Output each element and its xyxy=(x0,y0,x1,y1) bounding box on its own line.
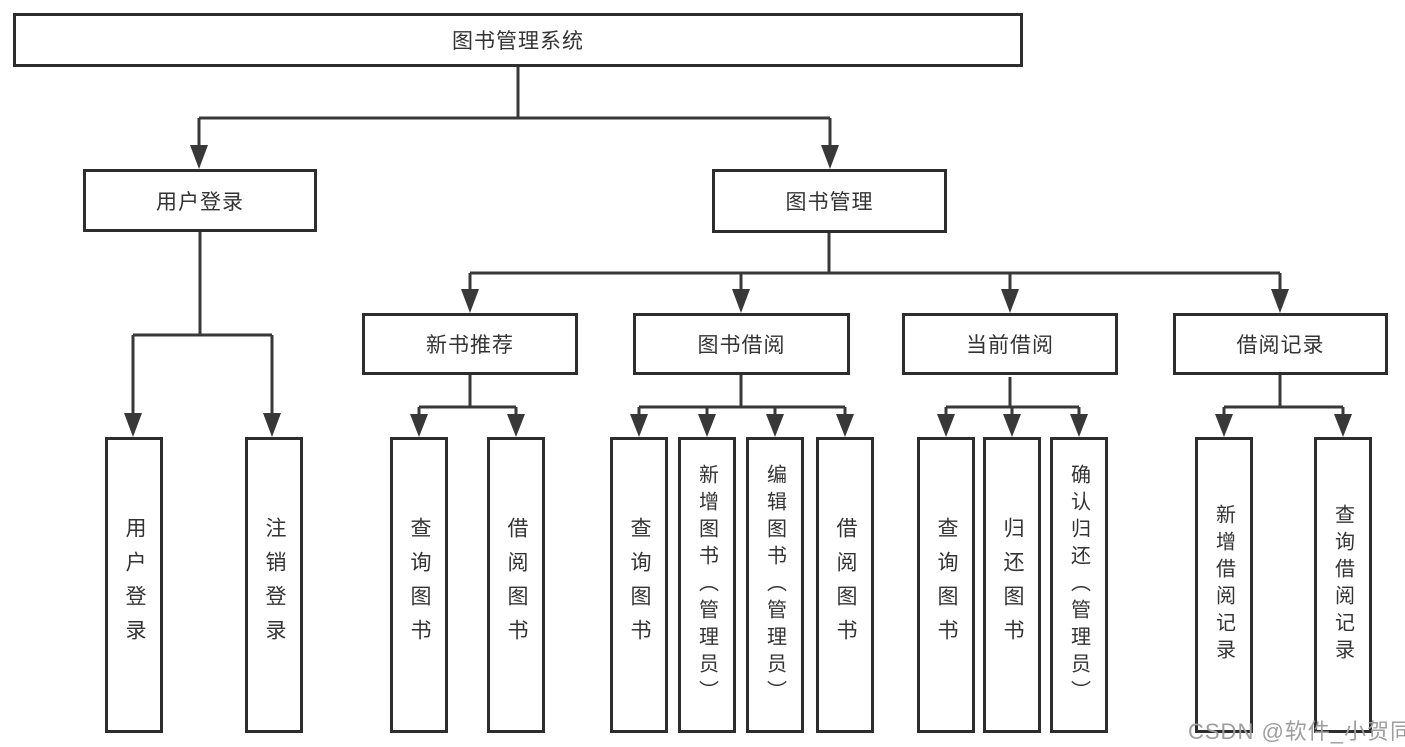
node-root-system: 图书管理系统 xyxy=(13,13,1023,67)
leaf-record-add: 新增借阅记录 xyxy=(1195,437,1253,733)
connector-currentborrow-to-leaves xyxy=(944,377,1081,420)
leaf-logout: 注销登录 xyxy=(245,437,303,733)
node-new-book-recommend: 新书推荐 xyxy=(362,313,578,375)
arrowheads-level3 xyxy=(461,289,1289,313)
connector-newbook-to-leaves xyxy=(417,375,518,420)
arrowheads-newbook-leaves xyxy=(410,414,525,437)
leaf-record-query: 查询借阅记录 xyxy=(1314,437,1372,733)
node-borrow-record: 借阅记录 xyxy=(1173,313,1388,375)
leaf-newbook-query: 查询图书 xyxy=(390,437,448,733)
node-book-borrow: 图书借阅 xyxy=(633,313,850,375)
arrowheads-borrowrecord-leaves xyxy=(1215,414,1352,437)
csdn-watermark: CSDN @软件_小贺同学 xyxy=(1188,719,1405,744)
connector-userlogin-to-leaves xyxy=(131,232,274,418)
node-book-management: 图书管理 xyxy=(712,169,947,233)
arrowheads-userlogin-leaves xyxy=(124,413,281,437)
connector-root-to-level2 xyxy=(197,67,832,150)
node-user-login: 用户登录 xyxy=(83,169,317,232)
leaf-borrow-borrow: 借阅图书 xyxy=(816,437,874,733)
leaf-current-confirm-admin: 确认归还（管理员） xyxy=(1050,437,1108,733)
connector-borrowrecord-to-leaves xyxy=(1222,375,1345,420)
leaf-borrow-query: 查询图书 xyxy=(610,437,668,733)
connector-bookmgmt-to-level3 xyxy=(468,233,1282,294)
leaf-newbook-borrow: 借阅图书 xyxy=(487,437,545,733)
leaf-user-login: 用户登录 xyxy=(105,437,163,733)
node-current-borrow: 当前借阅 xyxy=(902,313,1118,375)
arrowheads-currentborrow-leaves xyxy=(937,414,1088,437)
leaf-current-query: 查询图书 xyxy=(917,437,975,733)
connector-bookborrow-to-leaves xyxy=(637,374,847,420)
arrowheads-bookborrow-leaves xyxy=(630,414,854,437)
leaf-borrow-add-admin: 新增图书（管理员） xyxy=(678,437,736,733)
leaf-borrow-edit-admin: 编辑图书（管理员） xyxy=(746,437,804,733)
arrowheads-level2 xyxy=(190,145,839,169)
leaf-current-return: 归还图书 xyxy=(983,437,1041,733)
